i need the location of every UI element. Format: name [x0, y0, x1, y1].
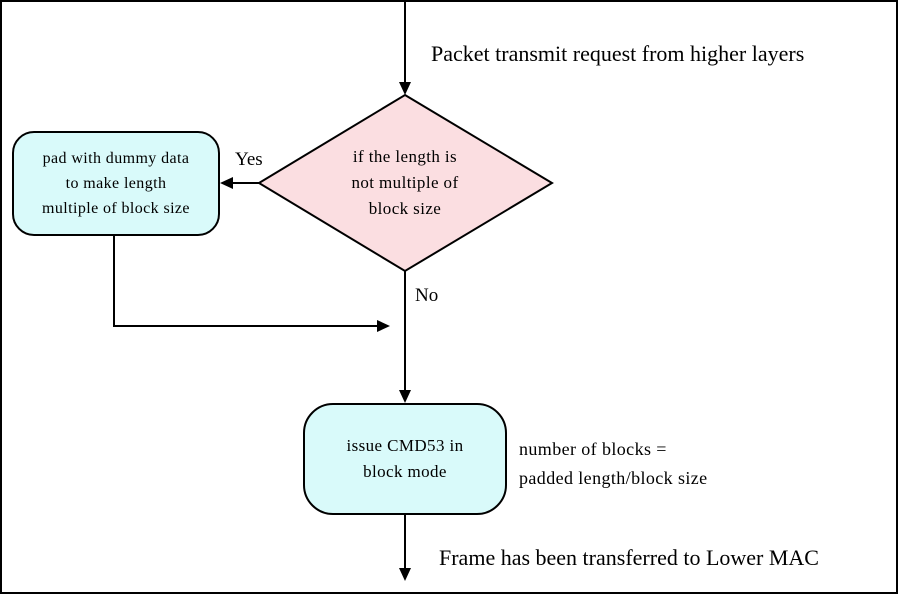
merge-arrowhead	[377, 320, 390, 332]
no-branch-label: No	[415, 285, 439, 306]
cmd53-process-box: issue CMD53 in block mode	[303, 403, 507, 515]
merge-arrow-line	[113, 234, 379, 327]
yes-arrowhead	[220, 177, 233, 189]
pad-box-line: to make length	[65, 175, 167, 192]
decision-label-line: block size	[368, 199, 442, 218]
yes-branch-label: Yes	[235, 149, 263, 170]
block-count-note-line: number of blocks =	[519, 439, 667, 459]
decision-label-line: not multiple of	[351, 173, 459, 192]
entry-arrowhead	[399, 82, 411, 95]
block-count-note-line: padded length/block size	[519, 468, 708, 488]
cmd-box-line: issue CMD53 in	[346, 436, 464, 455]
exit-arrowhead	[399, 568, 411, 581]
decision-label: if the length is not multiple of block s…	[305, 144, 505, 222]
pad-process-box: pad with dummy data to make length multi…	[12, 131, 220, 236]
bottom-annotation: Frame has been transferred to Lower MAC	[439, 545, 819, 570]
block-count-note: number of blocks = padded length/block s…	[519, 435, 708, 493]
cmd-box-line: block mode	[363, 462, 447, 481]
no-arrowhead	[399, 390, 411, 403]
pad-box-line: multiple of block size	[42, 200, 190, 217]
pad-box-line: pad with dummy data	[42, 150, 190, 167]
decision-label-line: if the length is	[352, 147, 458, 166]
top-annotation: Packet transmit request from higher laye…	[431, 41, 805, 66]
